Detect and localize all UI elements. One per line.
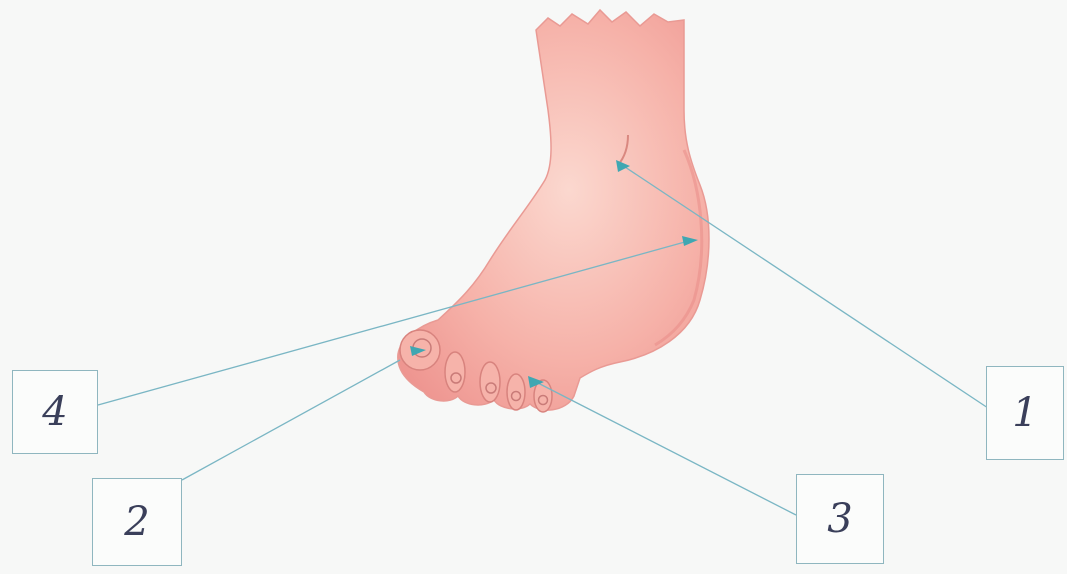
label-box-3[interactable]: 3 [796, 474, 884, 564]
label-box-1[interactable]: 1 [986, 366, 1064, 460]
leader-line-2 [182, 360, 400, 480]
label-box-2[interactable]: 2 [92, 478, 182, 566]
label-3-text: 3 [827, 499, 852, 539]
label-1-text: 1 [1012, 393, 1037, 433]
label-2-text: 2 [124, 502, 149, 542]
toe-2 [445, 352, 465, 392]
toe-3 [480, 362, 500, 402]
foot-shape [398, 10, 709, 410]
label-4-text: 4 [42, 392, 67, 432]
label-box-4[interactable]: 4 [12, 370, 98, 454]
leader-line-3 [536, 382, 796, 515]
